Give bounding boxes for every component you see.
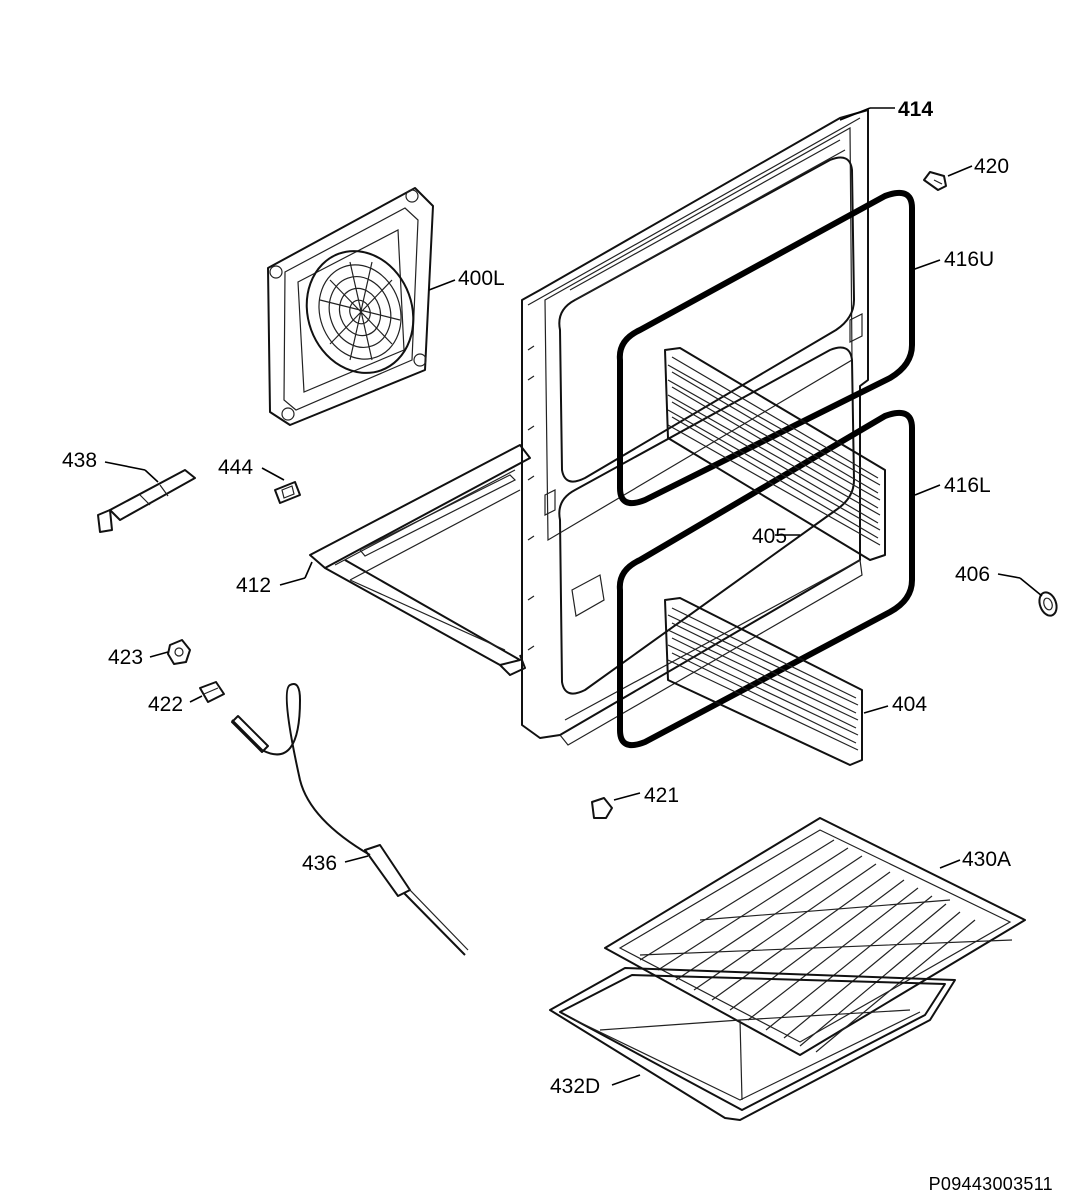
label-423: 423 xyxy=(108,646,143,669)
label-422: 422 xyxy=(148,693,183,716)
nut-423-part xyxy=(149,639,191,665)
label-421: 421 xyxy=(644,784,679,807)
label-430A: 430A xyxy=(962,848,1011,871)
clip-444-part xyxy=(261,467,301,504)
label-438: 438 xyxy=(62,449,97,472)
label-400L: 400L xyxy=(458,267,505,290)
label-436: 436 xyxy=(302,852,337,875)
wire-grid-430A-part xyxy=(604,817,1026,1056)
baking-tray-432D-part xyxy=(549,967,956,1121)
label-414: 414 xyxy=(898,98,933,121)
lower-gasket-frame-part xyxy=(616,410,941,748)
label-404: 404 xyxy=(892,693,927,716)
label-412: 412 xyxy=(236,574,271,597)
screw-420-part xyxy=(923,165,973,191)
bottom-frame-412-part xyxy=(279,444,531,676)
nut-421-part xyxy=(591,792,641,819)
fan-cover-part xyxy=(267,187,456,426)
label-444: 444 xyxy=(218,456,253,479)
label-420: 420 xyxy=(974,155,1009,178)
oven-back-panel-part xyxy=(521,107,895,746)
lower-side-rack-404-part xyxy=(664,597,889,766)
label-405: 405 xyxy=(752,525,787,548)
label-416U: 416U xyxy=(944,248,994,271)
upper-side-rack-405-part xyxy=(664,347,886,561)
label-416L: 416L xyxy=(944,474,991,497)
label-406: 406 xyxy=(955,563,990,586)
probe-436-part xyxy=(231,683,469,956)
bracket-438-part xyxy=(97,461,196,533)
upper-gasket-frame-part xyxy=(616,190,941,506)
grommet-406-part xyxy=(997,573,1058,617)
label-432D: 432D xyxy=(550,1075,600,1098)
drawing-code: P09443003511 xyxy=(928,1174,1053,1194)
connector-422-part xyxy=(189,681,225,703)
